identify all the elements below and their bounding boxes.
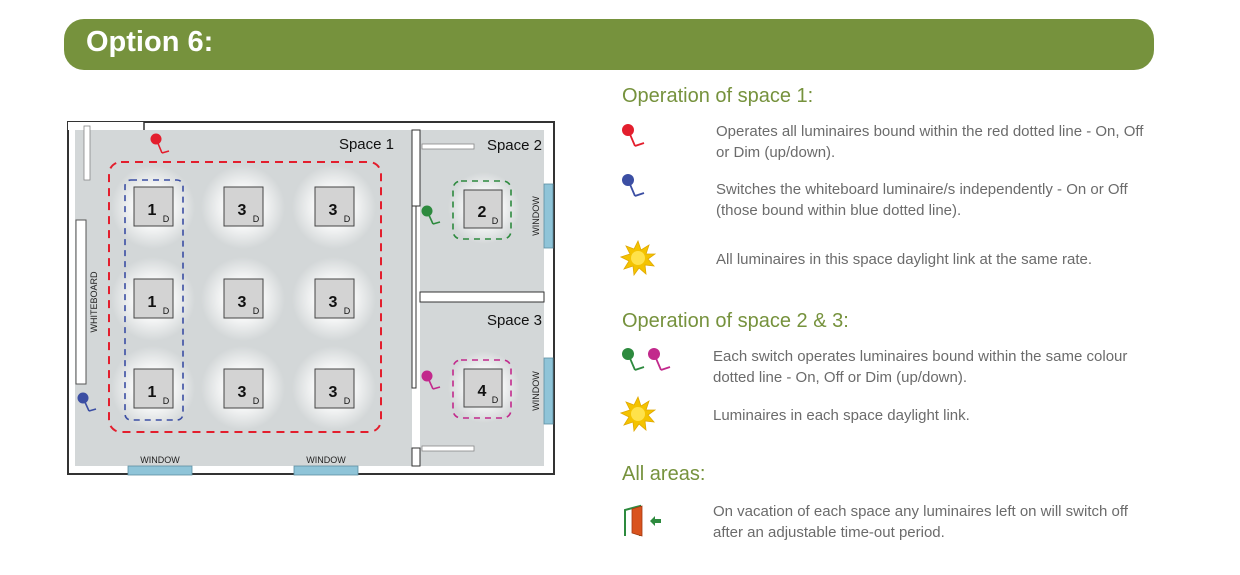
luminaire: 3 D <box>223 278 264 319</box>
daylight-sun-icon <box>620 396 656 432</box>
window-label-bottom-left: WINDOW <box>140 455 180 465</box>
window-label-bottom-right: WINDOW <box>306 455 346 465</box>
green-switch-icon <box>421 205 441 225</box>
blue-control-group <box>124 179 184 421</box>
daylight-sun-icon <box>620 240 656 276</box>
window-bottom-right <box>293 465 359 476</box>
magenta-switch-icon <box>421 370 441 390</box>
red-switch-icon <box>622 124 645 147</box>
window-bottom-left <box>127 465 193 476</box>
svg-text:D: D <box>163 306 170 316</box>
svg-text:2: 2 <box>478 204 487 221</box>
blue-switch-icon <box>622 174 645 197</box>
svg-text:3: 3 <box>329 384 338 401</box>
red-switch-description: Operates all luminaires bound within the… <box>716 123 1144 161</box>
luminaire: 3 D <box>223 186 264 227</box>
space23-switch-description: Each switch operates luminaires bound wi… <box>713 348 1128 386</box>
svg-text:3: 3 <box>238 294 247 311</box>
door-leaf-space2 <box>421 143 475 150</box>
svg-text:D: D <box>344 214 351 224</box>
floor-plan-svg: WHITEBOARD WINDOW WINDOW WINDOW WINDOW S… <box>67 121 555 476</box>
luminaire: 1 D <box>133 278 174 319</box>
svg-text:1: 1 <box>148 384 157 401</box>
luminaire: 3 D <box>314 186 355 227</box>
space1-label: Space 1 <box>339 136 394 153</box>
red-switch-icon <box>150 133 170 154</box>
svg-text:D: D <box>163 396 170 406</box>
svg-text:D: D <box>344 306 351 316</box>
whiteboard-label: WHITEBOARD <box>89 271 99 333</box>
svg-text:1: 1 <box>148 202 157 219</box>
luminaire: 4 D <box>463 368 503 408</box>
svg-text:1: 1 <box>148 294 157 311</box>
window-space2 <box>543 183 554 249</box>
section-title-space23: Operation of space 2 & 3: <box>622 310 849 332</box>
svg-text:D: D <box>492 395 499 405</box>
svg-text:3: 3 <box>329 202 338 219</box>
blue-switch-description: Switches the whiteboard luminaire/s inde… <box>716 181 1128 219</box>
legend-panel: Operation of space 1: Operates all lumin… <box>620 80 1220 560</box>
svg-text:4: 4 <box>478 383 487 400</box>
luminaire: 2 D <box>463 189 503 229</box>
green-magenta-switch-icons <box>622 348 671 371</box>
luminaire: 3 D <box>314 278 355 319</box>
svg-text:3: 3 <box>238 384 247 401</box>
title-banner: Option 6: <box>64 19 1154 70</box>
luminaire: 3 D <box>223 368 264 409</box>
page-title: Option 6: <box>86 26 214 58</box>
floor-plan: WHITEBOARD WINDOW WINDOW WINDOW WINDOW S… <box>66 118 558 480</box>
luminaire: 3 D <box>314 368 355 409</box>
vacancy-door-icon <box>624 504 661 537</box>
svg-text:D: D <box>253 306 260 316</box>
svg-text:D: D <box>492 216 499 226</box>
space2-label: Space 2 <box>487 137 542 154</box>
magenta-switch-icon <box>648 348 671 371</box>
window-space3 <box>543 357 554 425</box>
whiteboard <box>75 219 87 385</box>
section-title-all-areas: All areas: <box>622 463 706 485</box>
vacancy-description: On vacation of each space any luminaires… <box>713 503 1128 541</box>
door-gap-top <box>68 122 144 130</box>
space1-daylight-description: All luminaires in this space daylight li… <box>716 251 1093 268</box>
green-switch-icon <box>622 348 645 371</box>
blue-switch-icon <box>77 392 97 412</box>
space3-label: Space 3 <box>487 312 542 329</box>
luminaire: 1 D <box>133 368 174 409</box>
svg-text:3: 3 <box>329 294 338 311</box>
window-label-space2: WINDOW <box>531 196 541 236</box>
svg-text:D: D <box>163 214 170 224</box>
door-leaf-top <box>83 125 91 181</box>
svg-text:D: D <box>253 214 260 224</box>
luminaire: 1 D <box>133 186 174 227</box>
svg-text:D: D <box>344 396 351 406</box>
svg-text:D: D <box>253 396 260 406</box>
section-title-space1: Operation of space 1: <box>622 85 814 107</box>
window-label-space3: WINDOW <box>531 371 541 411</box>
space23-daylight-description: Luminaires in each space daylight link. <box>713 407 970 424</box>
svg-text:3: 3 <box>238 202 247 219</box>
door-leaf-space3 <box>421 445 475 452</box>
